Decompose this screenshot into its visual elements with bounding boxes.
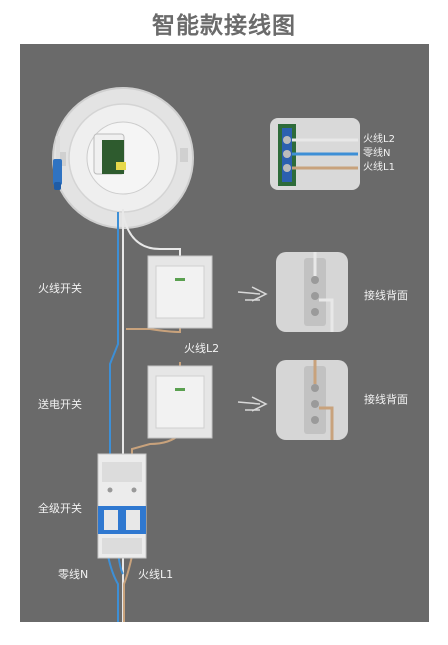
terminal-label-l2: 火线L2 (363, 134, 395, 145)
label-back-1: 接线背面 (364, 289, 408, 302)
wiring-diagram (52, 87, 360, 622)
label-back-2: 接线背面 (364, 393, 408, 406)
live-switch-device (147, 255, 213, 329)
terminal-label-n: 零线N (363, 148, 391, 159)
diagram-title: 智能款接线图 (152, 13, 296, 39)
label-power-switch: 送电开关 (38, 398, 82, 411)
terminal-block-inset (270, 118, 360, 190)
main-breaker (97, 453, 147, 559)
label-live-l2: 火线L2 (184, 342, 220, 355)
label-live-l1: 火线L1 (138, 568, 174, 581)
label-neutral: 零线N (58, 568, 89, 581)
switch-back-inset-2 (276, 360, 348, 440)
terminal-label-l1: 火线L1 (363, 162, 395, 173)
switch-back-inset-1 (276, 252, 348, 332)
diagram-panel: 火线开关 送电开关 全级开关 火线L2 接线背面 接线背面 零线N 火线L1 火… (20, 44, 429, 622)
smart-device (52, 87, 194, 229)
label-live-switch: 火线开关 (38, 282, 82, 295)
label-main-switch: 全级开关 (38, 502, 82, 515)
power-switch-device (147, 365, 213, 439)
arrow-icon (237, 286, 268, 412)
screwdriver-icon (53, 136, 62, 190)
